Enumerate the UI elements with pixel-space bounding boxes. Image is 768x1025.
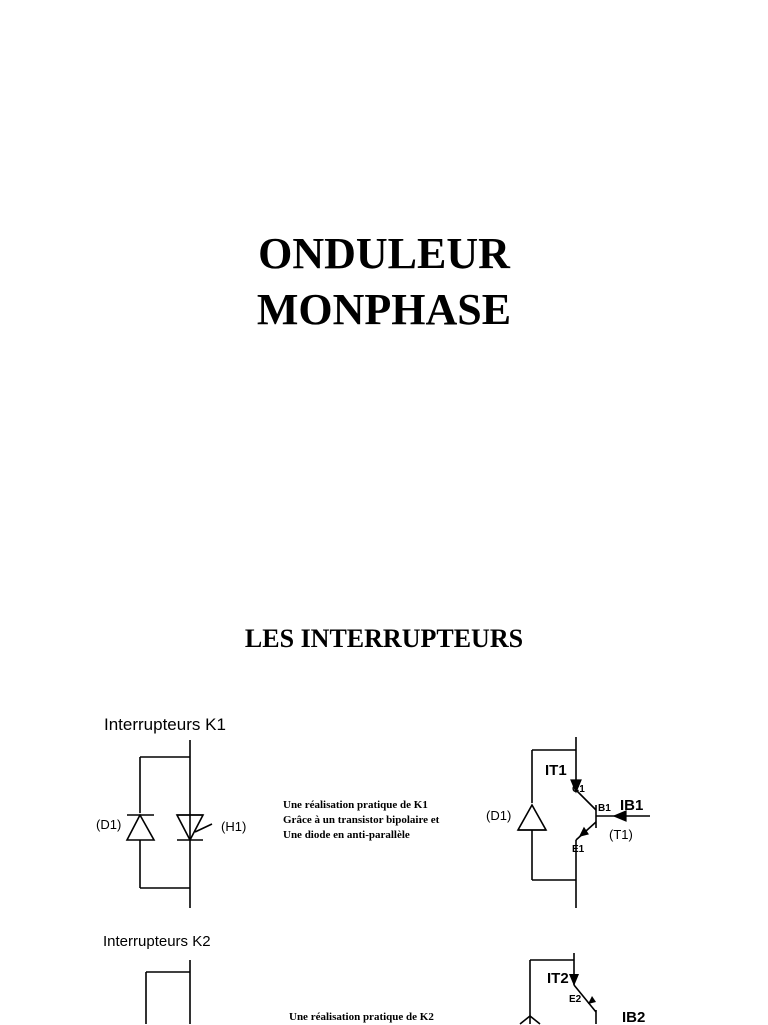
k1-description-line: Une réalisation pratique de K1 [283,799,428,811]
k1-collector-label: C1 [572,784,585,795]
k2-current-it2-label: IT2 [547,970,569,987]
k1-thyristor-label: (H1) [221,819,246,834]
k2-description: Une réalisation pratique de K2 [289,1010,434,1025]
k1-description: Une réalisation pratique de K1 Grâce à u… [283,798,439,843]
k2-title: Interrupteurs K2 [103,933,211,950]
section-title: LES INTERRUPTEURS [244,624,524,653]
k1-current-it1-label: IT1 [545,762,567,779]
k1-emitter-label: E1 [572,844,585,855]
k2-description-line: Une réalisation pratique de K2 [289,1011,434,1023]
k1-description-line: Grâce à un transistor bipolaire et [283,814,440,826]
k1-base-current-label: IB1 [620,797,643,814]
k2-base-current-label: IB2 [622,1009,645,1025]
k1-transistor-label: (T1) [609,827,633,842]
main-title-line-2: MONPHASE [256,285,512,334]
k1-description-line: Une diode en anti-parallèle [283,829,410,841]
k1-diode-label: (D1) [96,817,121,832]
k1-base-label: B1 [598,803,611,814]
k1-title: Interrupteurs K1 [104,715,226,734]
k1-t-diode-label: (D1) [486,808,511,823]
main-title-line-1: ONDULEUR [258,229,510,278]
k2-emitter-label: E2 [569,994,582,1005]
